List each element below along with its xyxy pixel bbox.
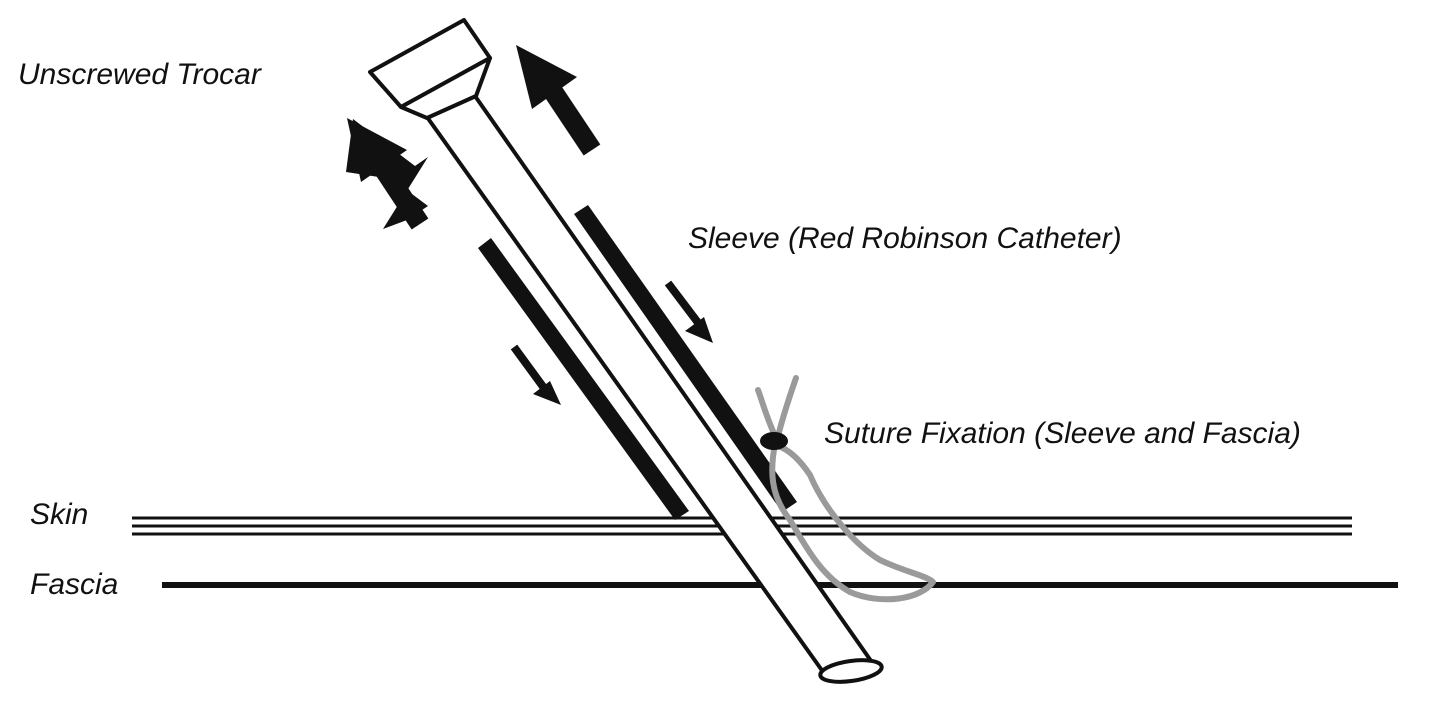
trocar-head-neck (399, 56, 492, 120)
sleeve-left-strip (478, 238, 689, 520)
arrow-up-right-shaft (543, 84, 601, 156)
label-sleeve: Sleeve (Red Robinson Catheter) (688, 222, 1122, 255)
trocar-shaft (425, 94, 878, 678)
arrow-down-left-shaft (510, 344, 548, 391)
sleeve-right-strip (574, 205, 797, 512)
arrow-down-right-head (685, 317, 713, 343)
suture-knot (760, 432, 788, 450)
arrow-down-left-head (533, 381, 561, 405)
label-skin: Skin (30, 498, 89, 531)
label-fascia: Fascia (30, 568, 119, 601)
label-suture-fixation: Suture Fixation (Sleeve and Fascia) (824, 417, 1301, 450)
arrow-up-left-shaft (374, 162, 429, 230)
trocar-tip (818, 658, 884, 684)
label-unscrewed-trocar: Unscrewed Trocar (18, 58, 261, 91)
arrow-down-right-shaft (664, 280, 703, 327)
arrow-up-right-head (516, 45, 577, 109)
arrow-up-left-head (347, 118, 407, 182)
